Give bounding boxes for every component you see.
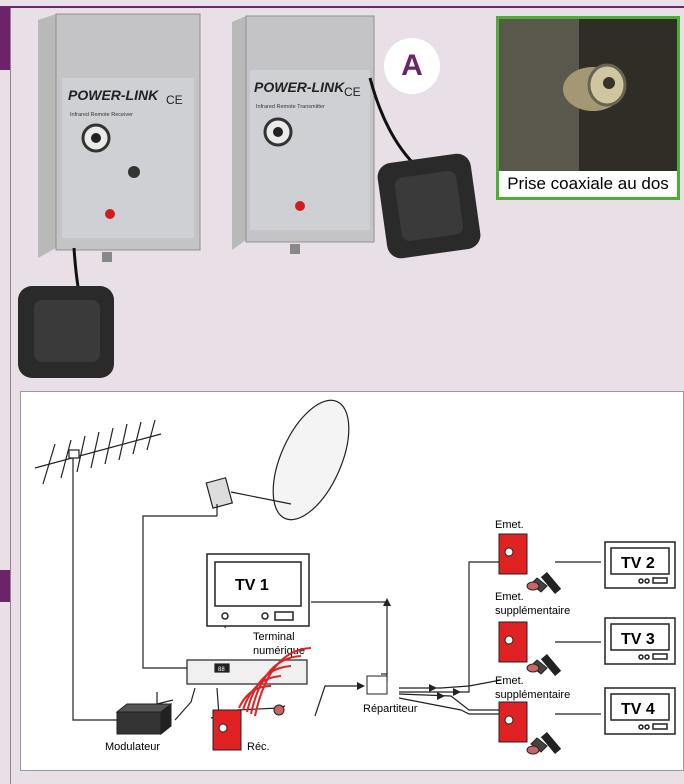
receiver-ce-mark: CE <box>166 93 183 107</box>
transmitter-device: POWER-LINK CE Infrared Remote Transmitte… <box>232 16 482 260</box>
tv1-label: TV 1 <box>235 577 269 594</box>
splitter-icon <box>367 676 387 694</box>
emitter-2-icon <box>499 622 547 674</box>
left-margin-line <box>10 8 11 784</box>
page-tab-bottom <box>0 570 10 602</box>
installation-diagram: TV 1 88 Terminal numérique Modulateur R <box>20 391 684 771</box>
receiver-label: Réc. <box>247 741 270 753</box>
modulator-icon <box>117 704 171 734</box>
receiver-device: POWER-LINK CE Infrared Remote Receiver <box>18 14 200 378</box>
inset-photo: Prise coaxiale au dos <box>496 16 680 200</box>
emitter-2-label-2: supplémentaire <box>495 605 570 617</box>
emitter-1-icon <box>499 534 547 592</box>
satellite-dish-icon <box>206 392 364 531</box>
digital-terminal-icon: 88 <box>187 660 307 684</box>
tv3-label: TV 3 <box>621 631 655 648</box>
page-tab-top <box>0 8 10 70</box>
inset-caption: Prise coaxiale au dos <box>499 171 677 197</box>
antenna-icon <box>35 420 161 484</box>
ir-sensor-icon <box>274 705 284 715</box>
receiver-subtitle: Infrared Remote Receiver <box>70 112 133 118</box>
transmitter-brand: POWER-LINK <box>254 79 345 95</box>
splitter-label: Répartiteur <box>363 703 418 715</box>
transmitter-subtitle: Infrared Remote Transmitter <box>256 104 325 110</box>
receiver-brand: POWER-LINK <box>68 87 159 103</box>
figure-letter-badge: A <box>384 38 440 94</box>
remote-control-icons <box>541 572 561 754</box>
terminal-label-1: Terminal <box>253 631 295 643</box>
emitter-3-label-2: supplémentaire <box>495 689 570 701</box>
emitter-2-label-1: Emet. <box>495 591 524 603</box>
figure-letter: A <box>401 49 423 83</box>
transmitter-ce-mark: CE <box>344 85 361 99</box>
tv4-label: TV 4 <box>621 701 655 718</box>
emitter-3-label-1: Emet. <box>495 675 524 687</box>
svg-text:88: 88 <box>218 667 225 673</box>
tv2-label: TV 2 <box>621 555 655 572</box>
modulator-label: Modulateur <box>105 741 160 753</box>
emitter-1-label: Emet. <box>495 519 524 531</box>
emitter-3-icon <box>499 702 547 754</box>
receiver-box-icon <box>213 710 241 750</box>
